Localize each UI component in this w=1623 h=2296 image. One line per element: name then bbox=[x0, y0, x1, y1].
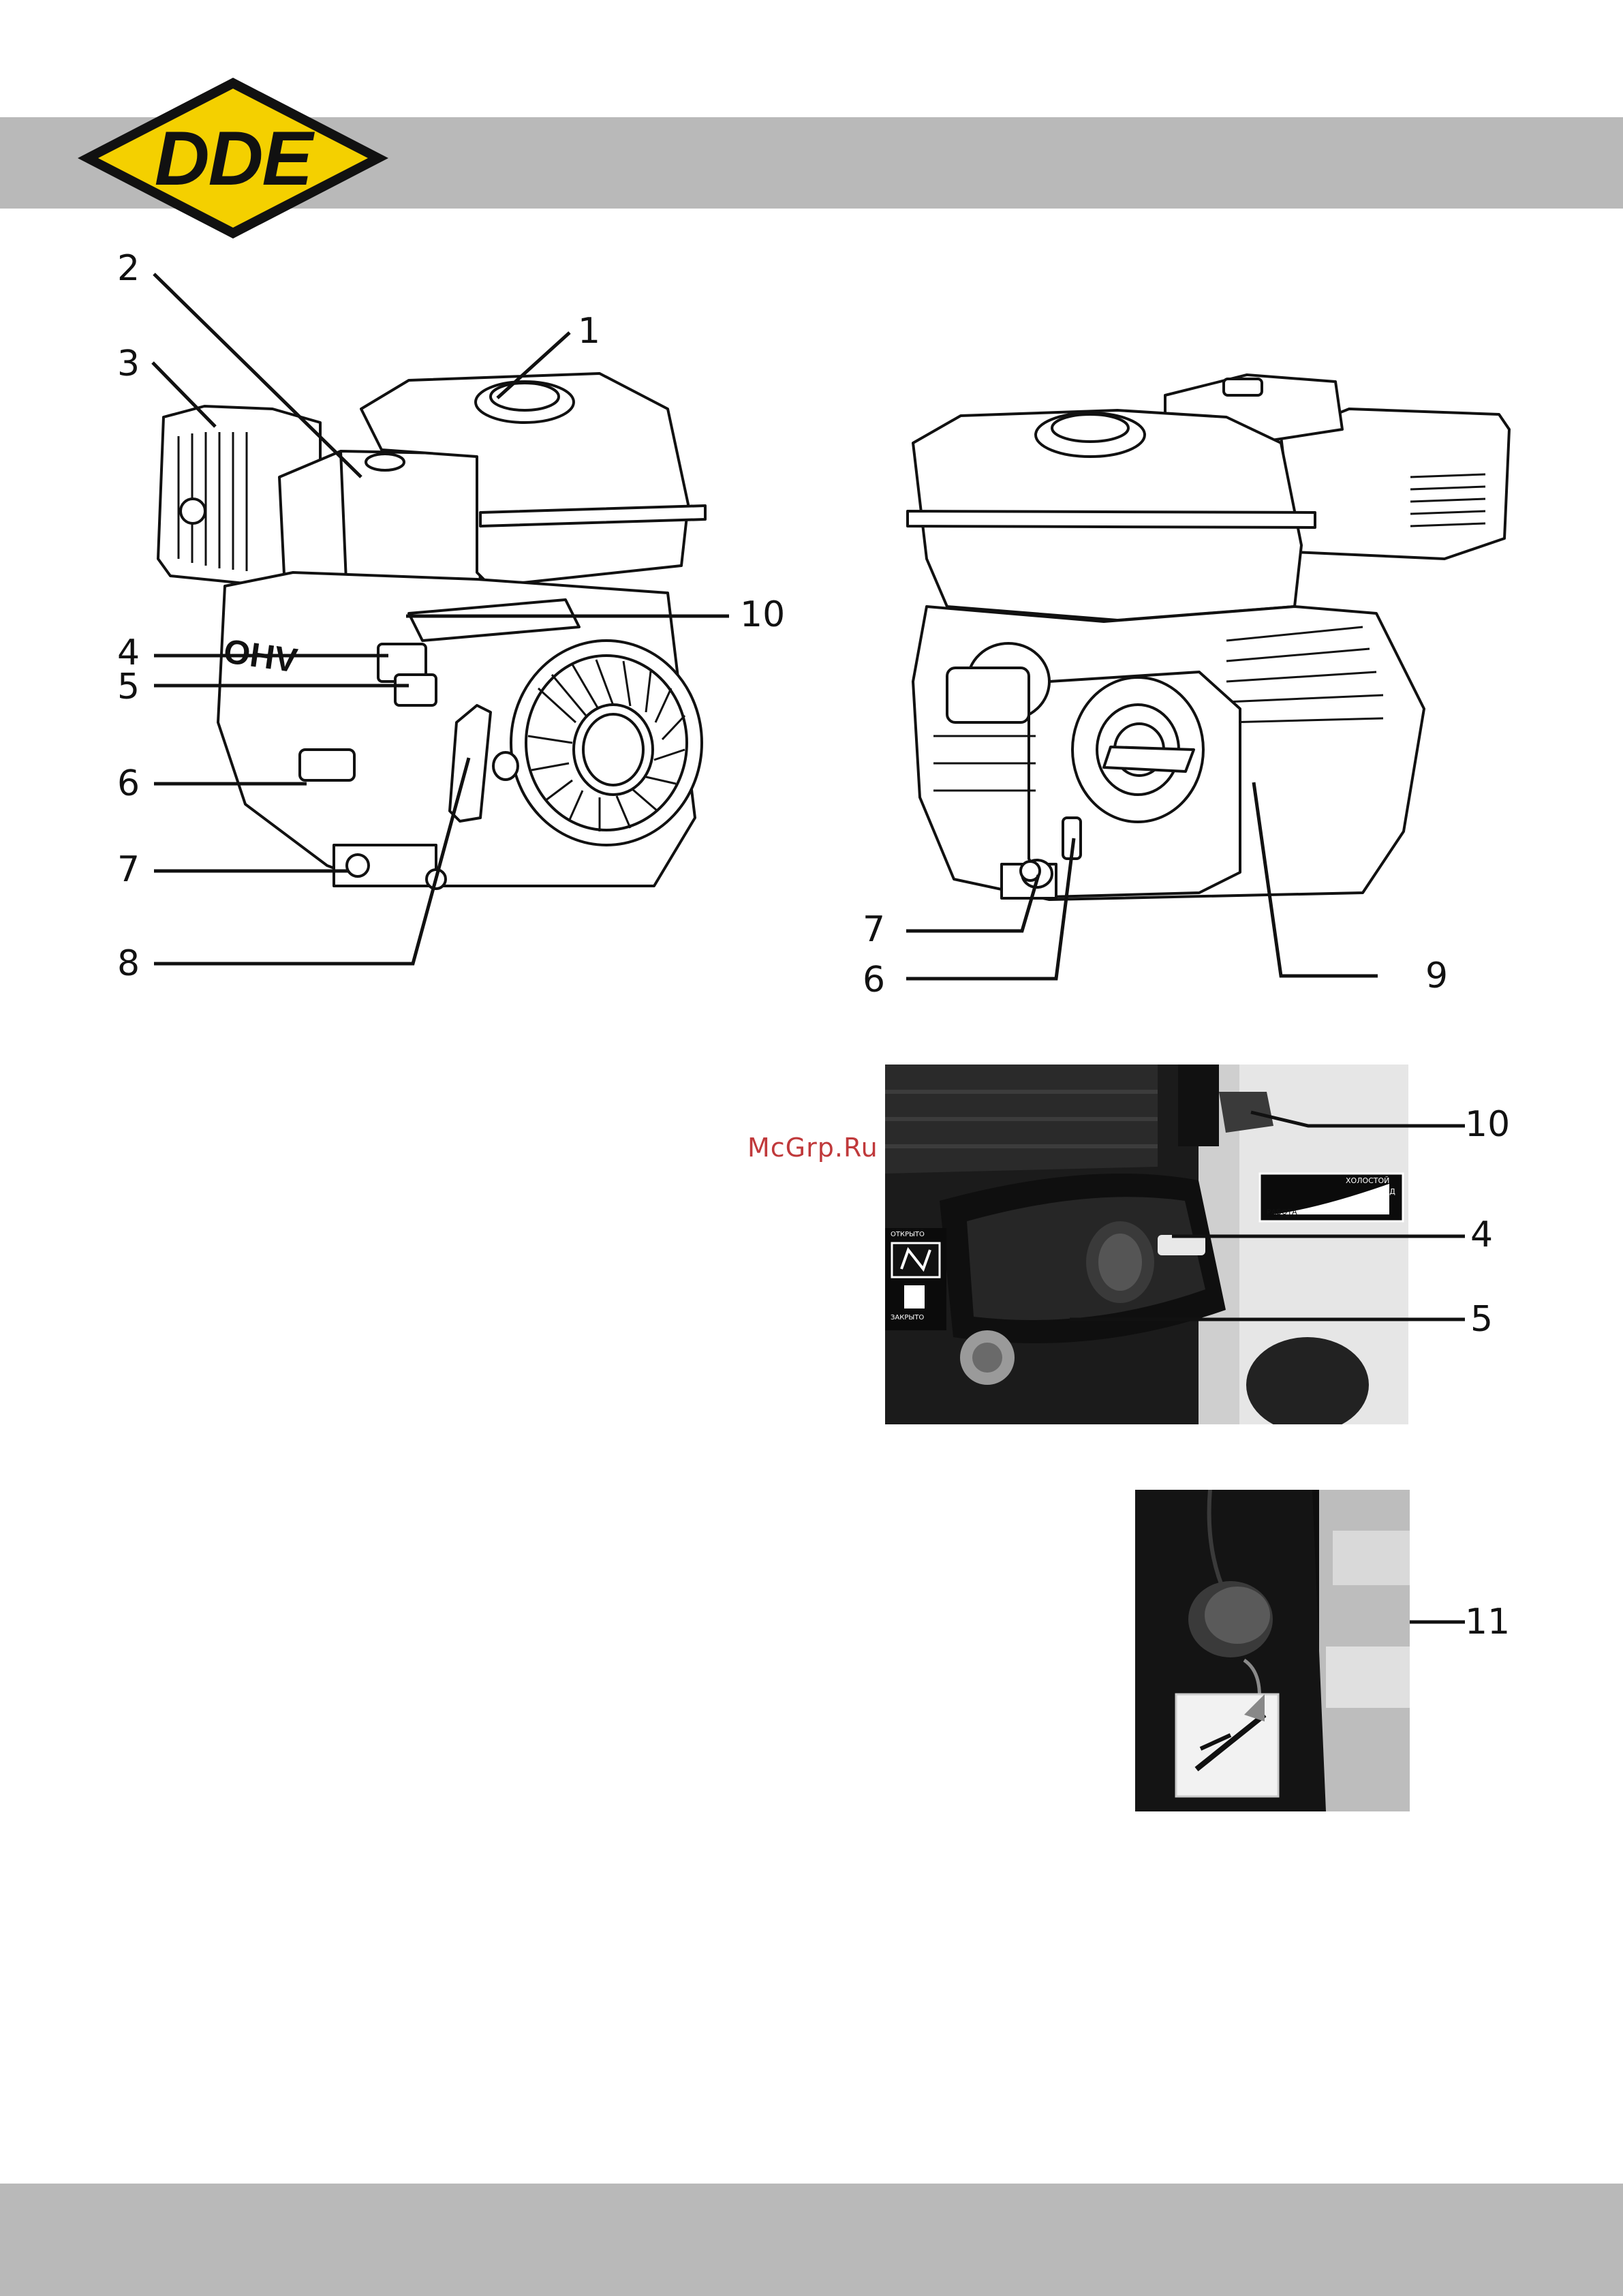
photo-oil-cap bbox=[1135, 1490, 1410, 1811]
callout-10-photo: 10 bbox=[1465, 1107, 1510, 1142]
callout-11: 11 bbox=[1465, 1604, 1510, 1640]
footer-band bbox=[0, 2184, 1623, 2296]
oil-cap-photo-illustration bbox=[1135, 1490, 1410, 1811]
callout-4-photo: 4 bbox=[1470, 1217, 1493, 1253]
callout-5-photo: 5 bbox=[1470, 1302, 1493, 1337]
